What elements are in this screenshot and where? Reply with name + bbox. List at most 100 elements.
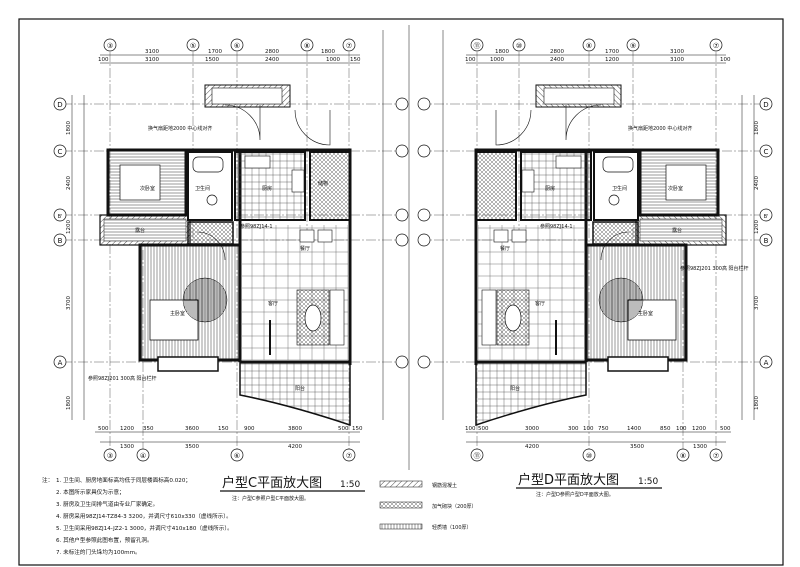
note-item: 4. 厨房采用98ZJ14-TZ84-3 3200，并调尺寸610x330（虚线…: [56, 512, 232, 520]
dimension: 1200: [692, 426, 706, 432]
room-label: 储物: [318, 180, 328, 187]
dimension: 3800: [288, 426, 302, 432]
dimension: 1800: [754, 121, 760, 135]
dimension: 1200: [66, 220, 72, 234]
dimension: 2400: [66, 176, 72, 190]
dimension: 350: [143, 426, 154, 432]
dimension: 150: [352, 426, 363, 432]
dimension: 1400: [627, 426, 641, 432]
axis-label: ⑥: [234, 452, 240, 460]
dimension: 1000: [490, 57, 504, 63]
plan-c-scale: 1:50: [340, 480, 360, 490]
callout: 换气扇距地2000 中心线对齐: [148, 125, 212, 132]
room-label: 餐厅: [500, 245, 510, 252]
axis-label: ⑪: [474, 452, 481, 460]
legend-label: 轻质墙（100厚）: [432, 524, 472, 531]
axis-label: ⑨: [630, 42, 636, 50]
dimension: 2400: [550, 57, 564, 63]
callout: 参照98ZJ201 300高 阳台栏杆: [88, 375, 157, 382]
axis-label: ④: [140, 452, 146, 460]
room-label: 露台: [135, 227, 145, 234]
axis-label: B': [764, 214, 769, 220]
plan-c-drawing: [52, 28, 410, 463]
dimension: 4200: [288, 444, 302, 450]
dimension: 2400: [754, 176, 760, 190]
axis-label: ⑤: [190, 42, 196, 50]
legend-swatch-concrete: [379, 480, 423, 488]
room-label: 卫生间: [612, 185, 627, 192]
room-label: 卫生间: [195, 185, 210, 192]
note-item: 1. 卫生间、厨房地面标高均低于同层楼面标高0.020；: [56, 476, 191, 484]
note-item: 3. 厨房及卫生间排气道由专业厂家确定。: [56, 500, 158, 508]
legend-label: 钢筋混凝土: [432, 482, 457, 489]
plan-d-scale: 1:50: [638, 477, 658, 487]
axis-label: D: [57, 101, 62, 109]
dimension: 900: [244, 426, 255, 432]
axis-label: A: [58, 359, 63, 367]
dimension: 3700: [754, 296, 760, 310]
room-label: 次卧室: [140, 185, 155, 192]
dimension: 1000: [326, 57, 340, 63]
dimension: 1800: [321, 49, 335, 55]
axis-label: ⑪: [474, 42, 481, 50]
callout: 参照98ZJ14-1: [240, 223, 273, 230]
dimension: 1800: [495, 49, 509, 55]
axis-label: B: [764, 237, 769, 245]
dimension: 2800: [265, 49, 279, 55]
axis-label: ⑩: [516, 42, 522, 50]
note-item: 5. 卫生间采用98ZJ14-JZ2-1 3000，并调尺寸410x180（虚线…: [56, 524, 233, 532]
dimension: 2800: [550, 49, 564, 55]
dimension: 3100: [145, 49, 159, 55]
dimension: 1800: [66, 396, 72, 410]
note-item: 7. 未标注的门头垛均为100mm。: [56, 548, 141, 556]
axis-label: ⑥: [234, 42, 240, 50]
dimension: 3500: [630, 444, 644, 450]
dimension: 100: [676, 426, 687, 432]
room-label: 厨房: [545, 185, 555, 192]
dimension: 300: [568, 426, 579, 432]
notes-label: 注：: [42, 476, 53, 484]
axis-label: C: [764, 148, 769, 156]
dimension: 1300: [693, 444, 707, 450]
dimension: 1200: [754, 220, 760, 234]
plan-d-labels: ⑦ ⑨ ⑧ ⑩ ⑪ ⑦ ⑧ ⑩ ⑪ D C B' B A 1800 2800 1…: [465, 42, 769, 460]
axis-label: ⑦: [713, 452, 719, 460]
dimension: 1500: [205, 57, 219, 63]
axis-label: A: [764, 359, 769, 367]
plan-c-labels: ③ ⑤ ⑥ ⑧ ⑦ ③ ④ ⑥ ⑦ D C B' B A 3100 1700 2…: [57, 42, 363, 460]
dimension: 500: [478, 426, 489, 432]
note-item: 6. 其他户型参照此图布置，预留孔洞。: [56, 536, 153, 544]
dimension: 3100: [145, 57, 159, 63]
dimension: 750: [598, 426, 609, 432]
axis-label: B: [58, 237, 63, 245]
axis-label: B': [58, 214, 63, 220]
dimension: 150: [218, 426, 229, 432]
dimension: 1200: [605, 57, 619, 63]
drawing-frame: [18, 18, 784, 566]
dimension: 100: [465, 57, 476, 63]
dimension: 1200: [120, 426, 134, 432]
axis-label: ⑩: [586, 452, 592, 460]
dimension: 2400: [265, 57, 279, 63]
room-label: 客厅: [268, 300, 278, 307]
axis-label: ⑦: [713, 42, 719, 50]
room-label: 阳台: [510, 385, 520, 392]
plan-c-title-block: 户型C平面放大图 1:50 注：户型C参照户型C平面放大图。: [220, 475, 365, 502]
dimension: 100: [465, 426, 476, 432]
general-notes: 注： 1. 卫生间、厨房地面标高均低于同层楼面标高0.020； 2. 本图所示家…: [42, 476, 233, 556]
dimension: 3600: [185, 426, 199, 432]
plan-d-title-block: 户型D平面放大图 1:50 注：户型D参照户型D平面放大图。: [516, 472, 662, 498]
room-label: 阳台: [295, 385, 305, 392]
dimension: 1700: [605, 49, 619, 55]
axis-label: ⑦: [346, 42, 352, 50]
room-label: 露台: [672, 227, 682, 234]
dimension: 3700: [66, 296, 72, 310]
axis-label: C: [58, 148, 63, 156]
dimension: 150: [350, 57, 361, 63]
dimension: 1700: [208, 49, 222, 55]
note-item: 2. 本图所示家具仅为示意；: [56, 488, 125, 496]
dimension: 500: [720, 426, 731, 432]
dimension: 500: [98, 426, 109, 432]
dimension: 3100: [670, 49, 684, 55]
